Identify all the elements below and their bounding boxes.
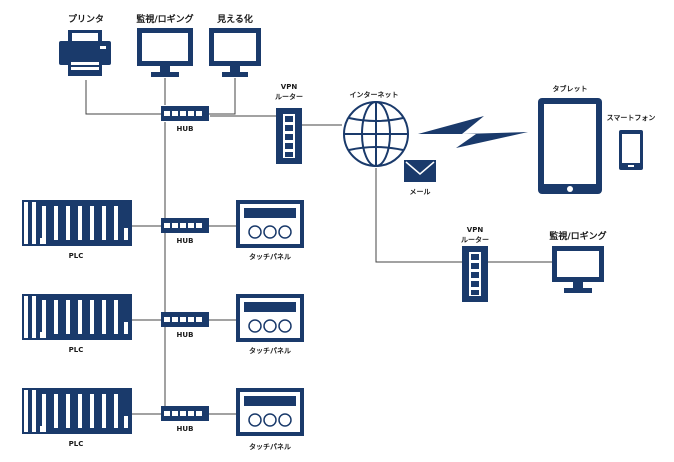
touch-panel-1-icon — [236, 200, 304, 248]
hub-top-label: HUB — [177, 125, 194, 133]
touch-panel-2-icon — [236, 294, 304, 342]
wire-viewer-hub — [209, 78, 236, 115]
plc-3-icon — [22, 388, 132, 434]
plc-1-icon — [22, 200, 132, 246]
hub-2-label: HUB — [177, 331, 194, 339]
hub-2-icon — [161, 312, 209, 327]
printer-label: プリンタ — [68, 13, 104, 25]
touch-panel-3-icon — [236, 388, 304, 436]
wireless-lightning-icon — [418, 116, 528, 148]
hub-1-icon — [161, 218, 209, 233]
mail-label: メール — [410, 188, 431, 196]
hub-3-label: HUB — [177, 425, 194, 433]
tablet-label: タブレット — [553, 84, 588, 93]
wire-internet-vpn2 — [375, 168, 462, 263]
internet-label: インターネット — [350, 90, 399, 99]
vpn-router-top-icon — [276, 108, 302, 164]
vpn-bottom-line1: VPN — [467, 226, 484, 234]
plc-3-label: PLC — [69, 440, 84, 448]
viewer-monitor-icon — [209, 28, 261, 77]
touch-panel-1-label: タッチパネル — [249, 252, 291, 261]
monitor-right-icon — [552, 246, 604, 293]
hub-1-label: HUB — [177, 237, 194, 245]
viewer-label: 見える化 — [216, 13, 253, 25]
plc-1-label: PLC — [69, 252, 84, 260]
wire-printer-hub — [85, 80, 165, 115]
plc-2-label: PLC — [69, 346, 84, 354]
monitor-icon — [137, 28, 193, 77]
monitor-top-label: 監視/ロギング — [136, 13, 193, 25]
hub-3-icon — [161, 406, 209, 421]
globe-icon — [343, 101, 409, 167]
smartphone-icon — [619, 130, 643, 170]
vpn-top-line2: ルーター — [275, 92, 303, 101]
vpn-bottom-line2: ルーター — [461, 235, 489, 244]
plc-2-icon — [22, 294, 132, 340]
touch-panel-3-label: タッチパネル — [249, 442, 291, 451]
tablet-icon — [538, 98, 602, 194]
vpn-router-bottom-icon — [462, 246, 488, 302]
touch-panel-2-label: タッチパネル — [249, 346, 291, 355]
monitor-right-label: 監視/ロギング — [549, 230, 606, 242]
hub-top-icon — [161, 106, 209, 121]
printer-icon — [59, 30, 111, 76]
connection-lines — [85, 78, 552, 415]
mail-icon — [404, 160, 436, 182]
vpn-top-line1: VPN — [281, 83, 298, 91]
smartphone-label: スマートフォン — [607, 114, 656, 122]
